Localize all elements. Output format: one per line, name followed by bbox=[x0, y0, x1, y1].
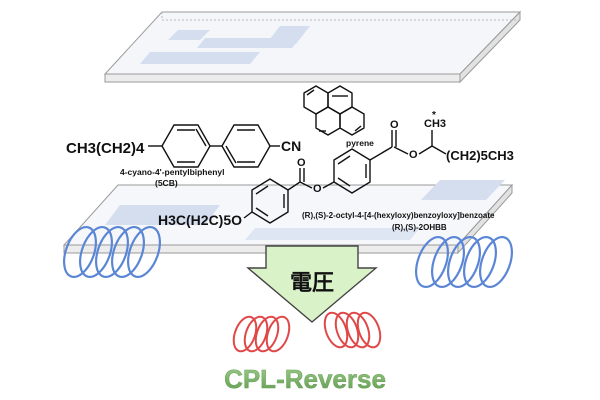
ch3-label: CH3 bbox=[424, 118, 446, 130]
blue-helix-right bbox=[415, 236, 513, 288]
bottom-glass-plate bbox=[62, 180, 514, 255]
chain-left-label: CH3(CH2)4 bbox=[66, 140, 145, 157]
voltage-label: 電圧 bbox=[290, 270, 334, 295]
5cb-molecule: CH3(CH2)4 CN 4-cyano-4'-pentylbiphenyl (… bbox=[66, 124, 301, 188]
2ohbb-name: (R),(S)-2-octyl-4-[4-(hexyloxy)benzoylox… bbox=[302, 211, 495, 220]
voltage-arrow: 電圧 bbox=[246, 245, 378, 323]
o-top-right: O bbox=[390, 119, 399, 131]
cn-label: CN bbox=[281, 138, 301, 154]
5cb-abbr: (5CB) bbox=[155, 178, 178, 188]
cpl-reverse-title: CPL-Reverse bbox=[224, 364, 386, 394]
blue-helix-left bbox=[63, 226, 161, 278]
5cb-name: 4-cyano-4'-pentylbiphenyl bbox=[120, 167, 225, 177]
2ohbb-abbr: (R),(S)-2OHBB bbox=[392, 223, 447, 232]
o-right: O bbox=[409, 149, 418, 161]
pyrene-molecule: pyrene bbox=[303, 85, 374, 148]
top-glass-plate bbox=[103, 10, 522, 84]
red-helix-right bbox=[323, 311, 382, 349]
pyrene-label: pyrene bbox=[346, 138, 374, 148]
o-top-left: O bbox=[297, 157, 306, 169]
o-left: O bbox=[313, 183, 322, 195]
chiral-star: * bbox=[432, 110, 436, 121]
h3c-left-label: H3C(H2C)5O bbox=[158, 212, 242, 228]
chain-right-label: (CH2)5CH3 bbox=[446, 148, 514, 163]
2ohbb-molecule: H3C(H2C)5O O O O O CH3 * (CH2)5CH3 (R),(… bbox=[158, 110, 514, 232]
red-helix-left bbox=[232, 315, 291, 353]
